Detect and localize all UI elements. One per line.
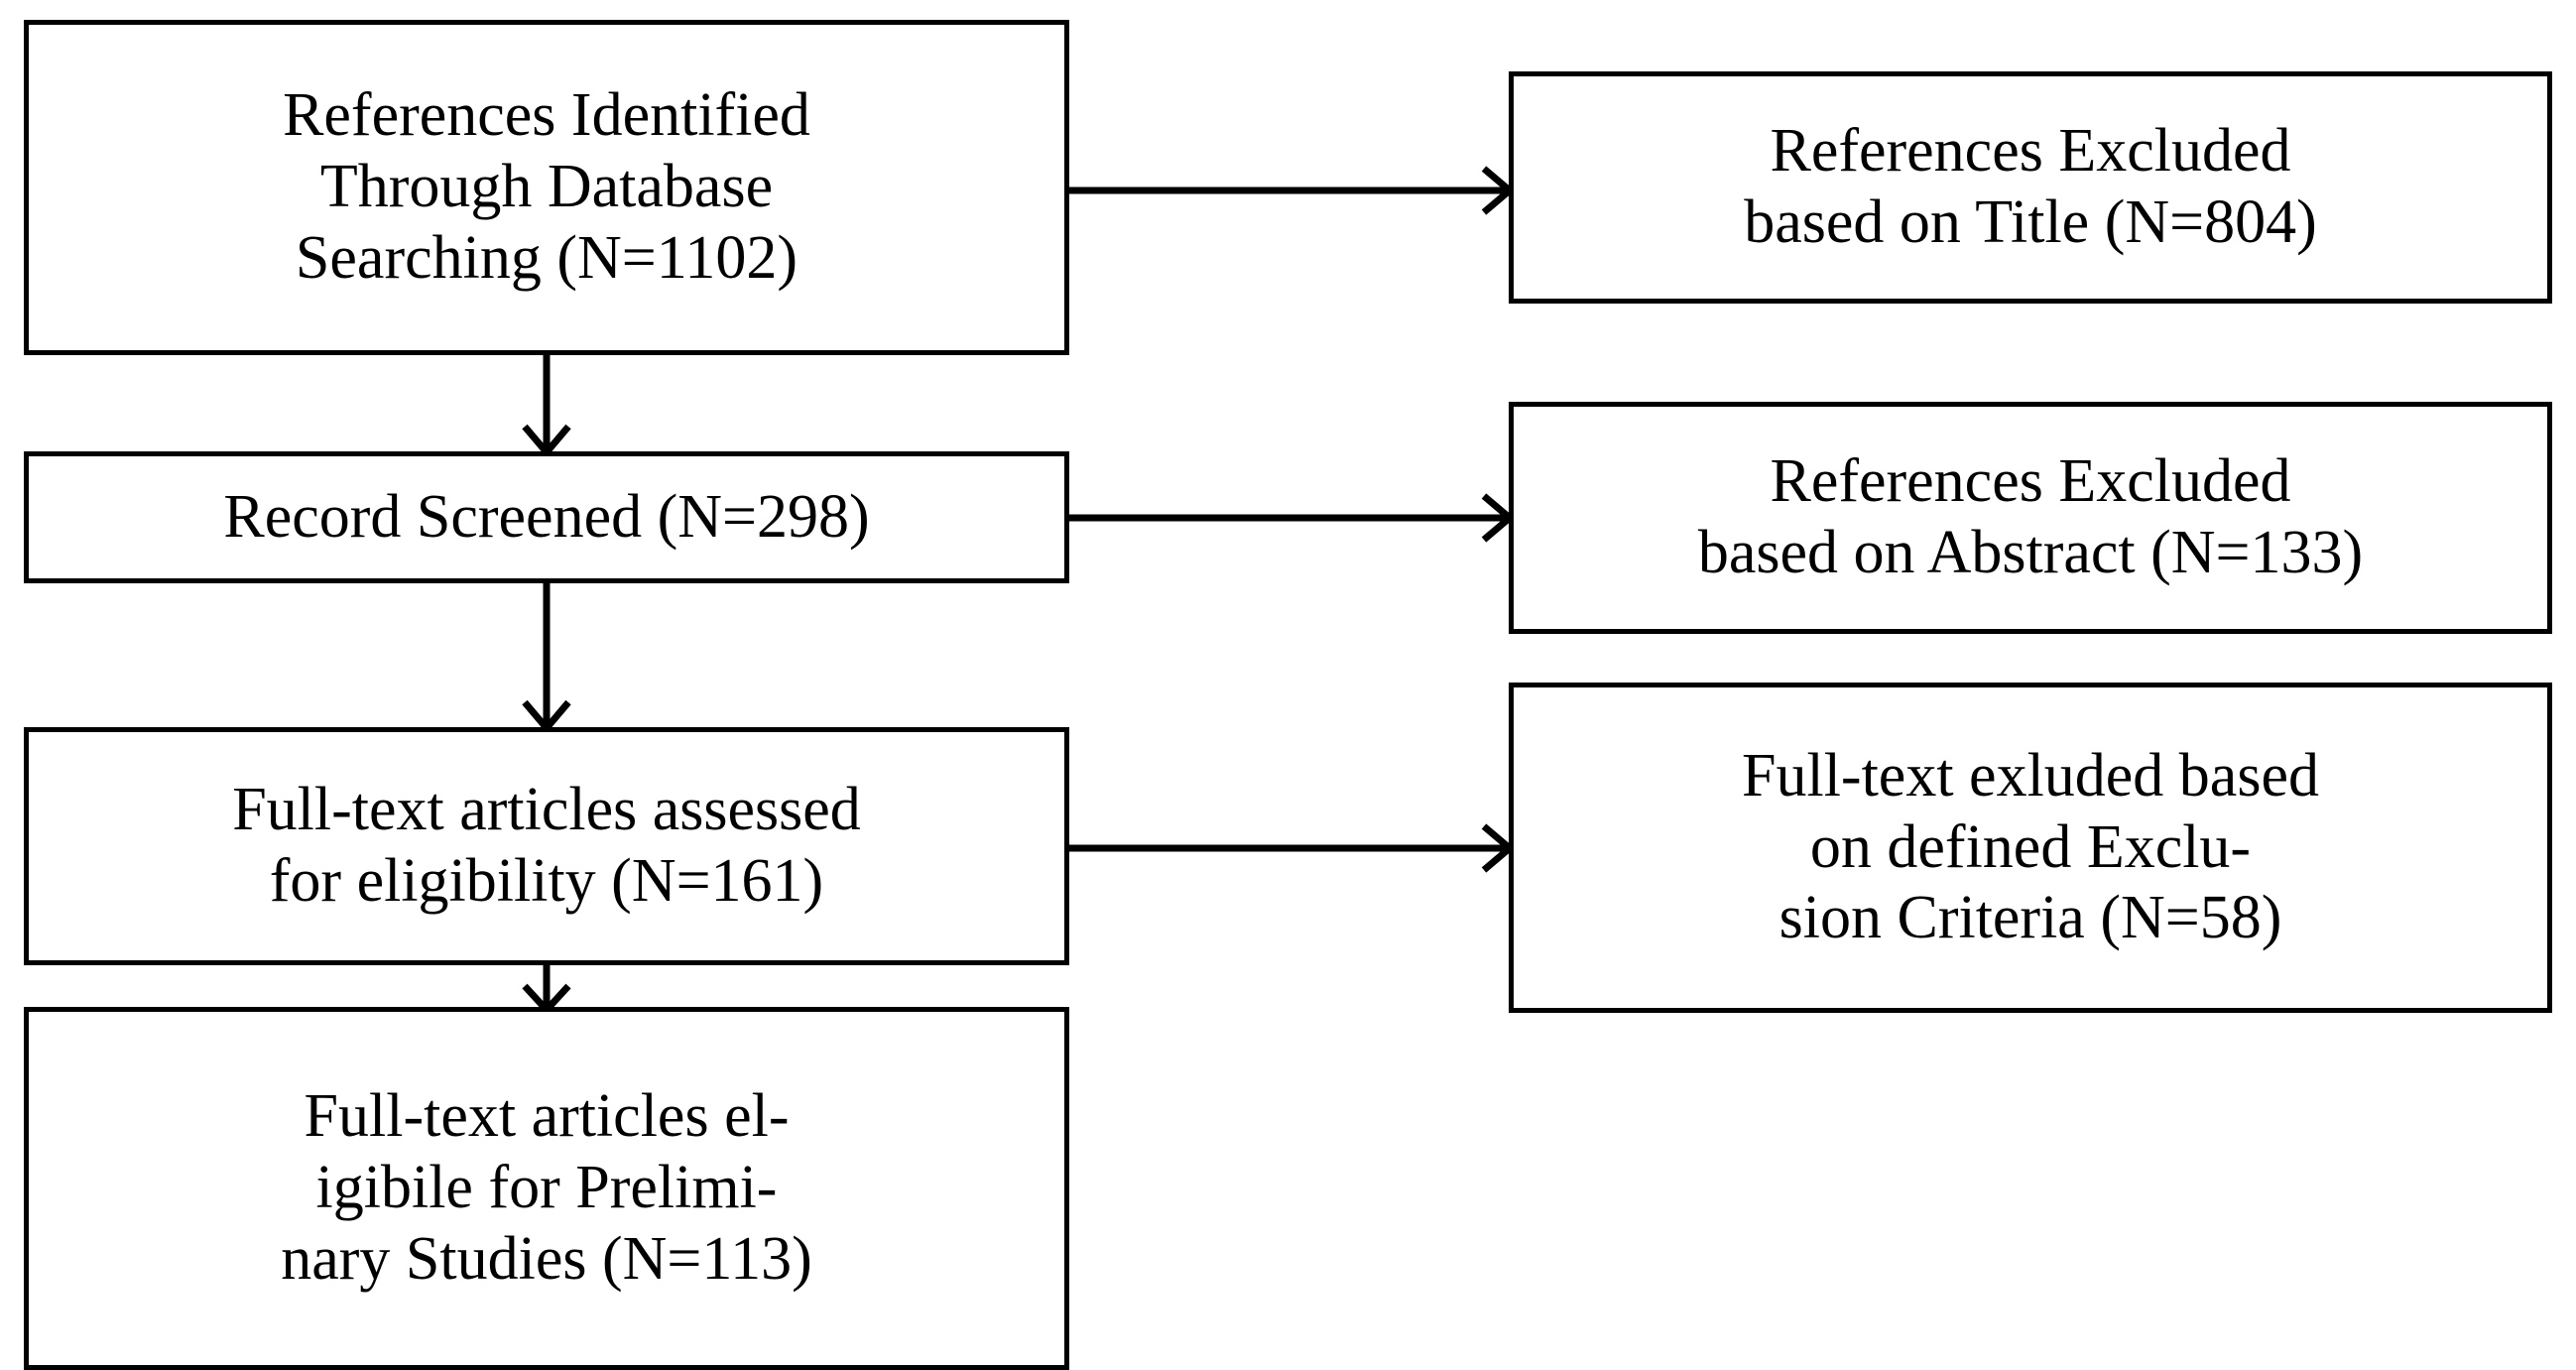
edge-assessed-to-excluded-criteria (1065, 823, 1516, 873)
edge-identified-to-screened (522, 349, 571, 458)
node-references-excluded-title: References Excluded based on Title (N=80… (1509, 71, 2552, 304)
node-record-screened: Record Screened (N=298) (24, 451, 1069, 583)
node-references-excluded-abstract: References Excluded based on Abstract (N… (1509, 402, 2552, 634)
node-fulltext-excluded-criteria: Full-text exluded based on defined Exclu… (1509, 683, 2552, 1013)
node-fulltext-eligible: Full-text articles el- igibile for Preli… (24, 1007, 1069, 1370)
edge-screened-to-assessed (522, 577, 571, 734)
edge-identified-to-excluded-title (1065, 166, 1516, 215)
node-references-identified: References Identified Through Database S… (24, 20, 1069, 355)
node-fulltext-assessed: Full-text articles assessed for eligibil… (24, 727, 1069, 965)
edge-screened-to-excluded-abstract (1065, 493, 1516, 543)
